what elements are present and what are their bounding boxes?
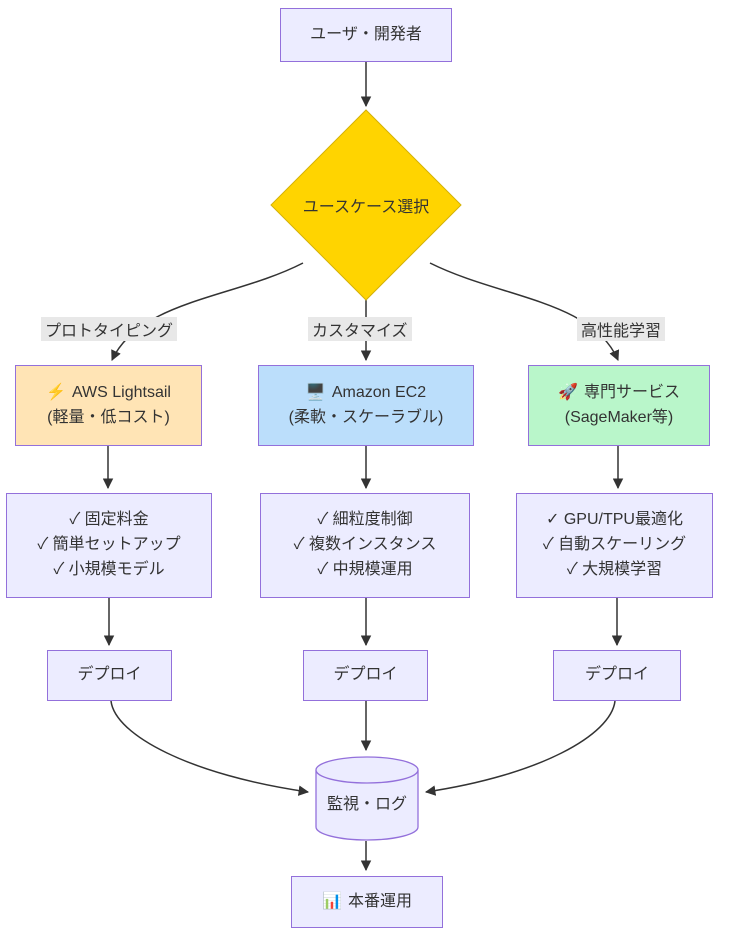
monitoring-cylinder-shape [315,756,419,841]
edge-decision-specialized [429,262,620,361]
edge-deploy-right-monitoring [424,700,616,796]
node-lightsail-subtitle: (軽量・低コスト) [47,408,170,426]
rocket-icon: 🚀 [558,383,578,401]
node-features-specialized: ✓ GPU/TPU最適化 ✓ 自動スケーリング ✓ 大規模学習 [516,493,713,598]
node-deploy-center: デプロイ [303,650,428,701]
node-specialized-subtitle: (SageMaker等) [564,408,674,426]
node-deploy-right: デプロイ [553,650,681,701]
node-lightsail-title: AWS Lightsail [71,383,171,401]
edge-label-high-performance: 高性能学習 [577,317,666,341]
edge-decision-lightsail [111,262,304,361]
feature-line: ✓ 大規模学習 [566,560,663,578]
node-features-lightsail: ✓ 固定料金 ✓ 簡単セットアップ ✓ 小規模モデル [6,493,212,598]
lightning-icon: ⚡ [46,383,66,401]
node-ec2-subtitle: (柔軟・スケーラブル) [288,408,444,426]
feature-line: ✓ 簡単セットアップ [37,536,181,554]
feature-line: ✓ 複数インスタンス [293,536,437,554]
node-ec2-title: Amazon EC2 [331,383,427,401]
node-user-label: ユーザ・開発者 [310,25,422,43]
edge-label-prototyping: プロトタイピング [41,317,178,341]
node-specialized-title: 専門サービス [583,383,680,401]
node-production: 📊 本番運用 [291,876,443,928]
feature-line: ✓ GPU/TPU最適化 [546,511,683,529]
deploy-label: デプロイ [77,666,142,684]
desktop-computer-icon: 🖥️ [305,383,326,401]
bar-chart-icon: 📊 [322,892,342,910]
node-features-ec2: ✓ 細粒度制御 ✓ 複数インスタンス ✓ 中規模運用 [260,493,470,598]
node-user: ユーザ・開発者 [280,8,452,62]
feature-line: ✓ 中規模運用 [317,560,413,578]
node-monitoring-label: 監視・ログ [326,796,407,813]
node-aws-lightsail: ⚡ AWS Lightsail (軽量・低コスト) [15,365,202,446]
decision-diamond-shape [270,109,462,301]
edge-label-customize: カスタマイズ [308,317,412,341]
deploy-label: デプロイ [584,666,649,684]
node-amazon-ec2: 🖥️ Amazon EC2 (柔軟・スケーラブル) [258,365,474,446]
deploy-label: デプロイ [333,666,398,684]
node-specialized-service: 🚀 専門サービス (SageMaker等) [528,365,710,446]
edge-deploy-left-monitoring [110,700,310,796]
feature-line: ✓ 小規模モデル [53,560,165,578]
node-deploy-left: デプロイ [47,650,172,701]
node-production-label: 本番運用 [347,892,412,910]
feature-line: ✓ 固定料金 [69,511,149,529]
feature-line: ✓ 自動スケーリング [542,536,687,554]
feature-line: ✓ 細粒度制御 [317,511,413,529]
node-decision-label: ユースケース選択 [302,199,430,216]
